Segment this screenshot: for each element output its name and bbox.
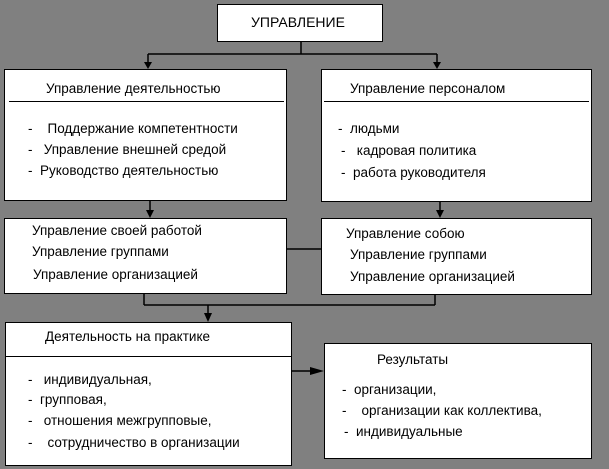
- activity-management-title: Управление деятельностью: [46, 81, 221, 96]
- arrow-right-icon: [310, 367, 324, 375]
- list-item: - групповая,: [28, 392, 107, 407]
- list-item: - сотрудничество в организации: [28, 435, 240, 450]
- arrow-down-icon: [433, 62, 441, 69]
- list-item: - Руководство деятельностью: [28, 163, 219, 178]
- list-item: Управление группами: [350, 247, 487, 262]
- list-item: - индивидуальные: [344, 424, 463, 439]
- management-levels-left-box: Управление своей работой Управление груп…: [4, 218, 287, 294]
- list-item: Управление своей работой: [32, 223, 202, 238]
- list-item: - организации как коллектива,: [342, 403, 542, 418]
- activity-management-box: Управление деятельностью - Поддержание к…: [4, 69, 287, 201]
- management-root-title: УПРАВЛЕНИЕ: [251, 14, 345, 30]
- practice-title: Деятельность на практике: [45, 329, 211, 344]
- list-item: - отношения межгрупповые,: [28, 413, 212, 428]
- list-item: Управление организацией: [33, 267, 198, 282]
- arrow-down-icon: [204, 313, 212, 322]
- arrow-down-icon: [146, 210, 154, 218]
- results-title: Результаты: [377, 352, 449, 367]
- management-root-box: УПРАВЛЕНИЕ: [217, 4, 383, 42]
- list-item: - Поддержание компетентности: [28, 121, 238, 136]
- list-item: - кадровая политика: [341, 143, 477, 158]
- management-levels-right-box: Управление собою Управление группами Упр…: [321, 218, 592, 295]
- practice-box: Деятельность на практике - индивидуальна…: [5, 322, 292, 466]
- divider: [324, 101, 589, 102]
- list-item: - индивидуальная,: [28, 372, 152, 387]
- list-item: - работа руководителя: [341, 165, 486, 180]
- arrow-down-icon: [144, 62, 152, 69]
- list-item: - людьми: [338, 121, 400, 136]
- list-item: Управление собою: [346, 226, 465, 241]
- list-item: Управление группами: [32, 244, 169, 259]
- arrow-down-icon: [436, 210, 444, 218]
- list-item: Управление организацией: [350, 269, 515, 284]
- personnel-management-title: Управление персоналом: [350, 81, 506, 96]
- divider: [6, 356, 291, 357]
- list-item: - организации,: [342, 382, 437, 397]
- list-item: - Управление внешней средой: [28, 142, 227, 157]
- results-box: Результаты - организации, - организации …: [324, 343, 592, 459]
- divider: [9, 101, 284, 102]
- personnel-management-box: Управление персоналом - людьми - кадрова…: [321, 69, 592, 202]
